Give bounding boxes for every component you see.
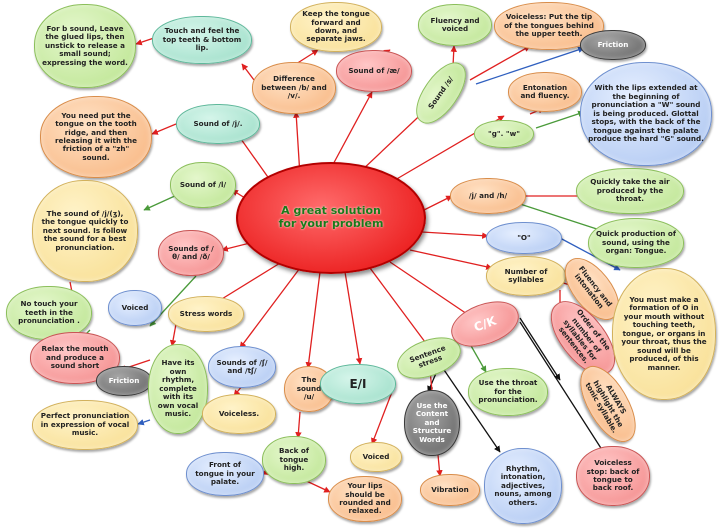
node-sound-j: Sound of /j/. [176, 104, 260, 144]
connector-line [369, 267, 429, 347]
node-sound-zh: The sound of /j/(ʒ), the tongue quickly … [32, 180, 138, 282]
connector-line [344, 271, 363, 365]
node-b-sound: For b sound, Leave the glued lips, then … [34, 4, 136, 88]
connector-line [469, 45, 531, 81]
node-o: "O" [486, 222, 562, 254]
node-sounds-sh: Sounds of /ʃ/ and /tʃ/ [208, 346, 276, 388]
node-rounded-lips: Your lips should be rounded and relaxed. [328, 476, 402, 522]
node-voiceless-mid: Voiceless. [202, 394, 276, 434]
node-difference-bv: Difference between /b/ and /v/. [252, 62, 336, 114]
connector-line [439, 363, 501, 453]
connector-line [169, 323, 177, 347]
connector-line [519, 203, 607, 234]
node-voiceless-stop: Voiceless stop: back of tongue to back r… [576, 446, 650, 506]
node-friction-top: Friction [580, 30, 646, 60]
node-entonation: Entonation and fluency. [508, 72, 582, 112]
node-tongue-ridge: You need put the tongue on the tooth rid… [40, 96, 152, 178]
node-own-rhythm: Have its own rhythm, complete with its o… [148, 344, 208, 434]
node-friction-left: Friction [96, 366, 152, 396]
connector-line [519, 317, 561, 381]
connector-line [421, 231, 489, 239]
node-touch-feel: Touch and feel the top teeth & bottom li… [152, 16, 252, 64]
connector-line [535, 110, 585, 129]
connector-line [239, 267, 301, 349]
connector-line [419, 195, 453, 213]
connector-line [371, 391, 393, 445]
connector-line [389, 261, 471, 317]
node-stress-words: Stress words [168, 296, 244, 332]
node-tongue-forward: Keep the tongue forward and down, and se… [290, 2, 382, 52]
node-voiced-bottom: Voiced [350, 442, 402, 472]
connector-line [151, 123, 177, 135]
connector-line [475, 46, 585, 85]
node-use-content: Use the Content and Structure Words [404, 390, 460, 456]
connector-line [137, 419, 151, 426]
node-formation-o: You must make a formation of O in your m… [612, 268, 716, 400]
node-j-h: /j/ and /h/ [450, 178, 526, 214]
connector-line [409, 249, 493, 270]
connector-line [295, 411, 302, 439]
node-fluency-voiced: Fluency and voiced [418, 4, 492, 46]
node-perfect-pron: Perfect pronunciation in expression of v… [32, 400, 138, 450]
node-sounds-th: Sounds of /θ/ and /ð/ [158, 230, 224, 276]
node-rhythm-list: Rhythm, intonation, adjectives, nouns, a… [484, 448, 562, 524]
node-e-i: E/I [320, 364, 396, 404]
connector-line [329, 91, 373, 171]
connector-line [519, 321, 607, 457]
node-front-tongue: Front of tongue in your palate. [186, 452, 264, 496]
center-text: A great solution for your problem [278, 204, 384, 230]
center-topic: A great solution for your problem [236, 162, 426, 274]
connector-line [469, 343, 487, 373]
node-sound-l: Sound of /l/ [170, 162, 236, 208]
connector-line [295, 49, 319, 65]
node-vibration: Vibration [420, 474, 480, 506]
node-num-syllables: Number of syllables [486, 256, 566, 296]
node-quickly-air: Quickly take the air produced by the thr… [576, 168, 684, 214]
node-back-tongue: Back of tongue high. [262, 436, 326, 484]
node-g-w: "g". "w" [474, 120, 534, 148]
node-use-throat: Use the throat for the pronunciation. [468, 368, 548, 416]
node-quick-production: Quick production of sound, using the org… [588, 218, 684, 268]
connector-line [305, 271, 321, 369]
connector-line [241, 63, 255, 81]
node-lips-extended: With the lips extended at the beginning … [580, 62, 712, 166]
node-voiced-left: Voiced [108, 290, 162, 326]
node-sound-ae: Sound of /æ/ [336, 50, 412, 92]
